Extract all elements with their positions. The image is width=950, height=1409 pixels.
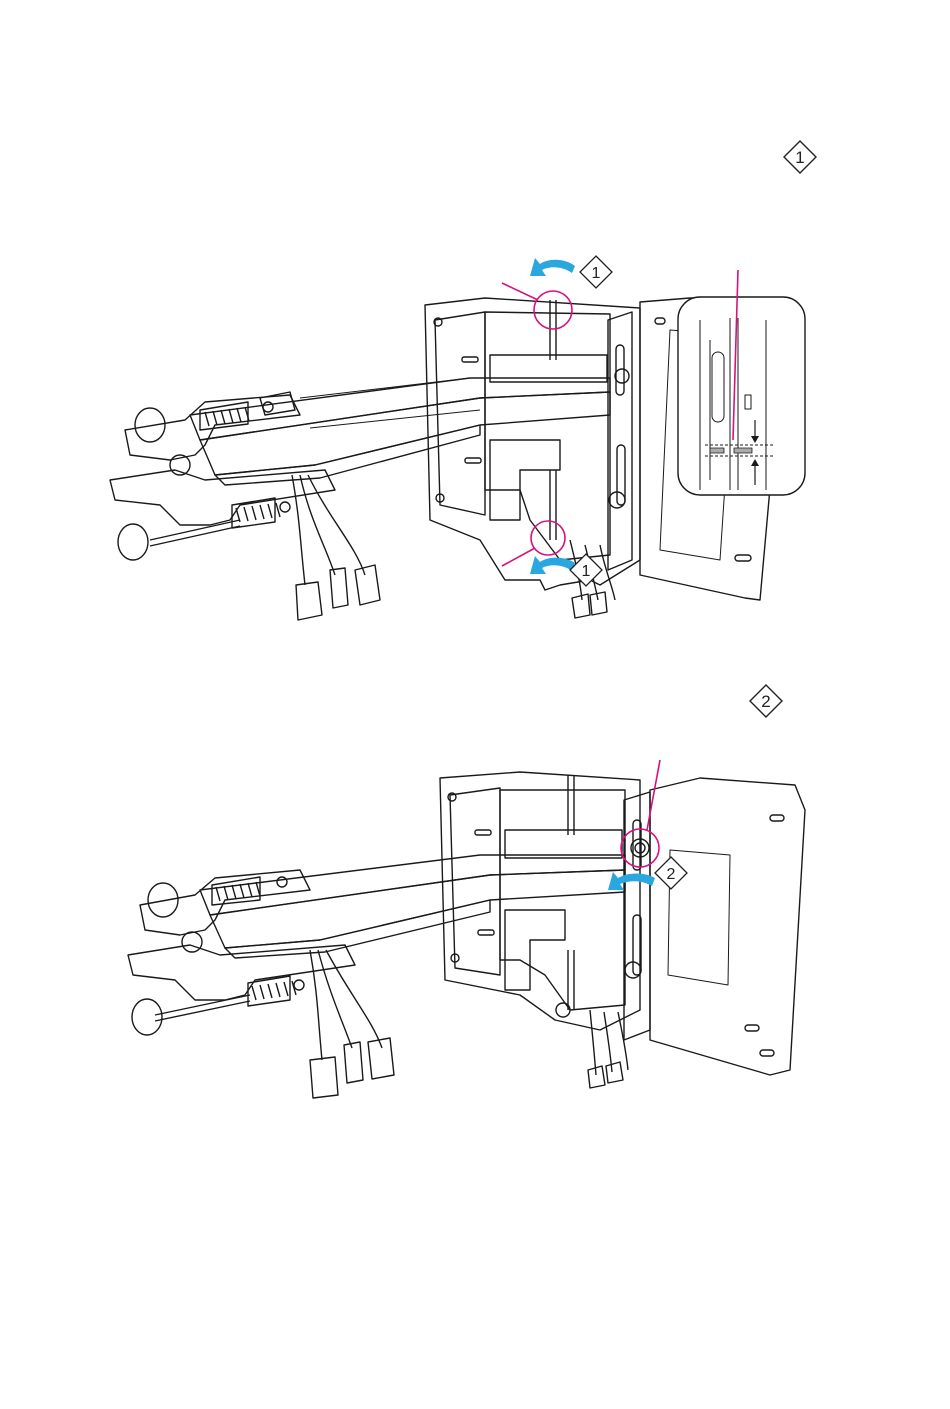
figure-2-callout-label: 2 — [667, 866, 676, 883]
figure-2-callout: 2 — [655, 857, 687, 889]
